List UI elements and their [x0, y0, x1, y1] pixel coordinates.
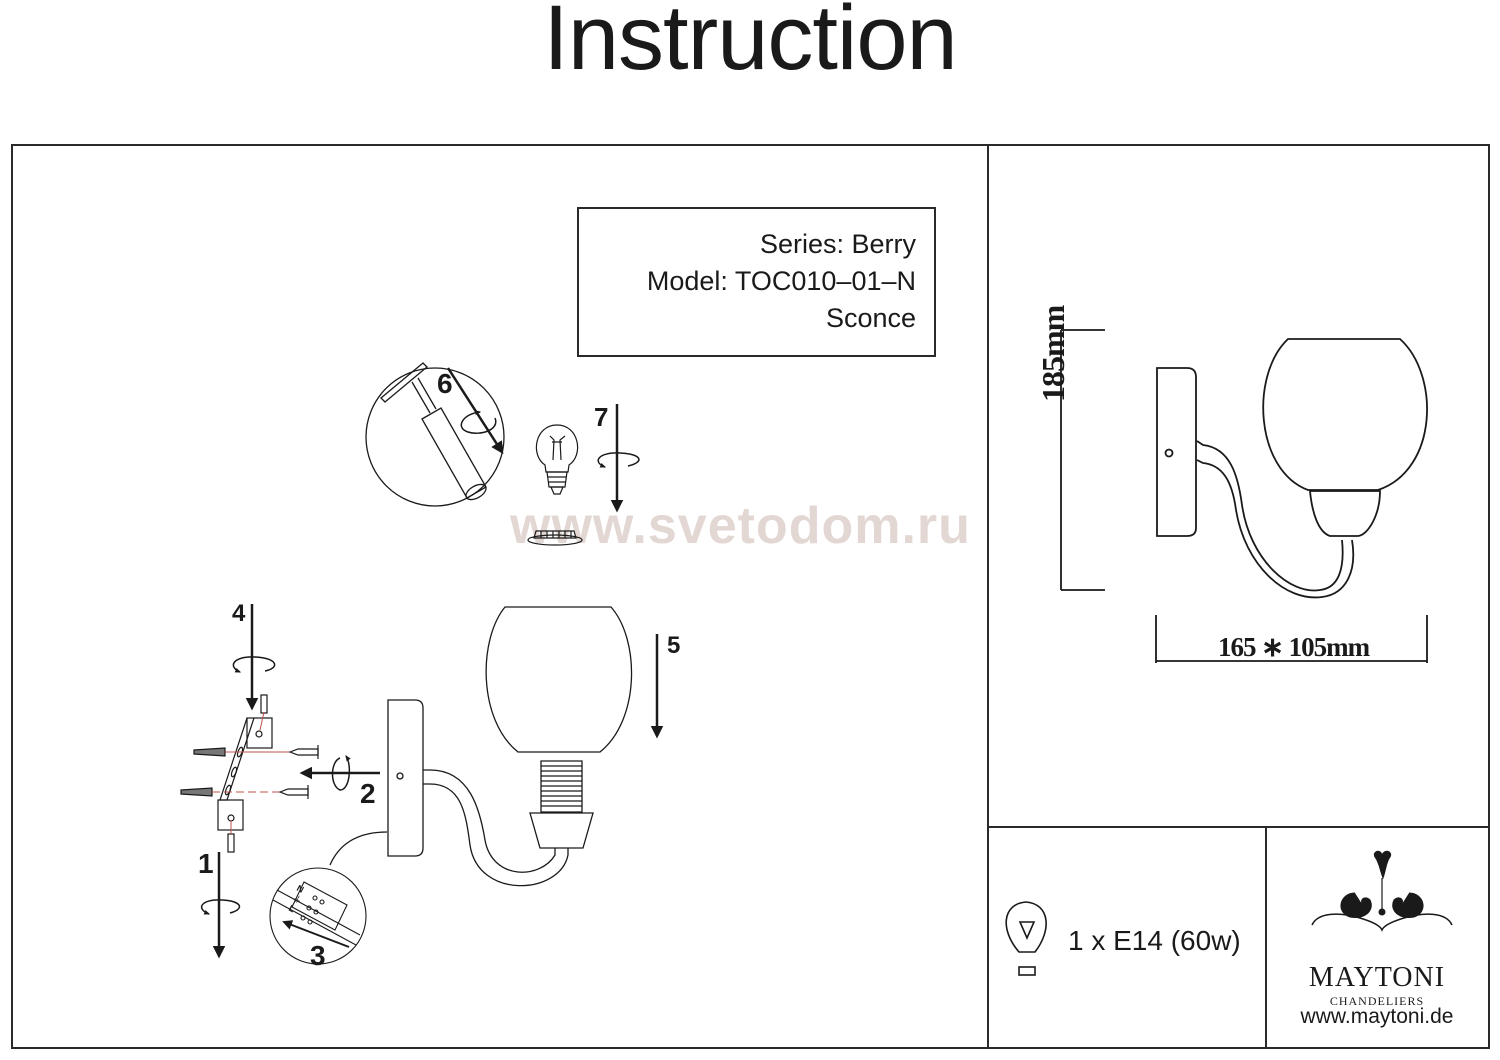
bulb-icon	[535, 424, 579, 495]
wall-screws-icon	[278, 745, 319, 799]
frame-divider-footer	[1265, 827, 1267, 1047]
step-number: 7	[594, 402, 609, 432]
watermark: www.svetodom.ru	[510, 497, 971, 555]
socket-detail-icon	[365, 362, 505, 507]
step-number: 2	[360, 778, 376, 809]
height-dimension: 185mm	[1035, 305, 1071, 402]
wiring-terminal-icon	[269, 867, 367, 965]
model-label: Model: TOC010–01–N	[646, 266, 916, 296]
product-type-label: Sconce	[825, 303, 916, 333]
bulb-spec: 1 x E14 (60w)	[1068, 925, 1241, 956]
lightbulb-spec-icon	[1005, 901, 1047, 976]
bulb-rotate-arrow-icon	[597, 404, 640, 513]
step2-arrow-icon	[299, 755, 380, 791]
instruction-frame	[11, 144, 1490, 1049]
terminal-label-neutral: N	[295, 883, 305, 895]
step-number: 4	[232, 600, 246, 627]
step4-arrow-icon	[232, 604, 276, 711]
wire-guides	[212, 711, 290, 834]
brand-name: MAYTONI	[1308, 962, 1446, 993]
step-number: 6	[437, 368, 453, 399]
terminal-label-live: L	[287, 903, 297, 915]
dimension-drawing	[1060, 329, 1428, 663]
width-depth-dimension: 165 ∗ 105mm	[1218, 632, 1370, 662]
page-title: Instruction	[543, 0, 957, 89]
step1-arrow-icon	[200, 852, 241, 959]
frame-divider-horizontal	[988, 826, 1488, 828]
brand-subtitle: CHANDELIERS	[1329, 994, 1425, 1008]
maytoni-logo-icon	[1311, 850, 1453, 933]
sconce-assembly-icon	[329, 606, 633, 887]
product-info-box: Series: Berry Model: TOC010–01–N Sconce	[577, 207, 936, 357]
frame-divider-vertical	[987, 145, 989, 1047]
step-number: 5	[667, 632, 681, 659]
shade-ring-icon	[527, 530, 583, 546]
step-number: 3	[310, 940, 326, 971]
wall-plugs-icon	[180, 747, 226, 797]
mounting-bracket-icon	[217, 694, 273, 853]
brand-url[interactable]: www.maytoni.de	[1300, 1005, 1454, 1028]
step-number: 1	[198, 848, 214, 879]
series-label: Series: Berry	[759, 229, 916, 259]
